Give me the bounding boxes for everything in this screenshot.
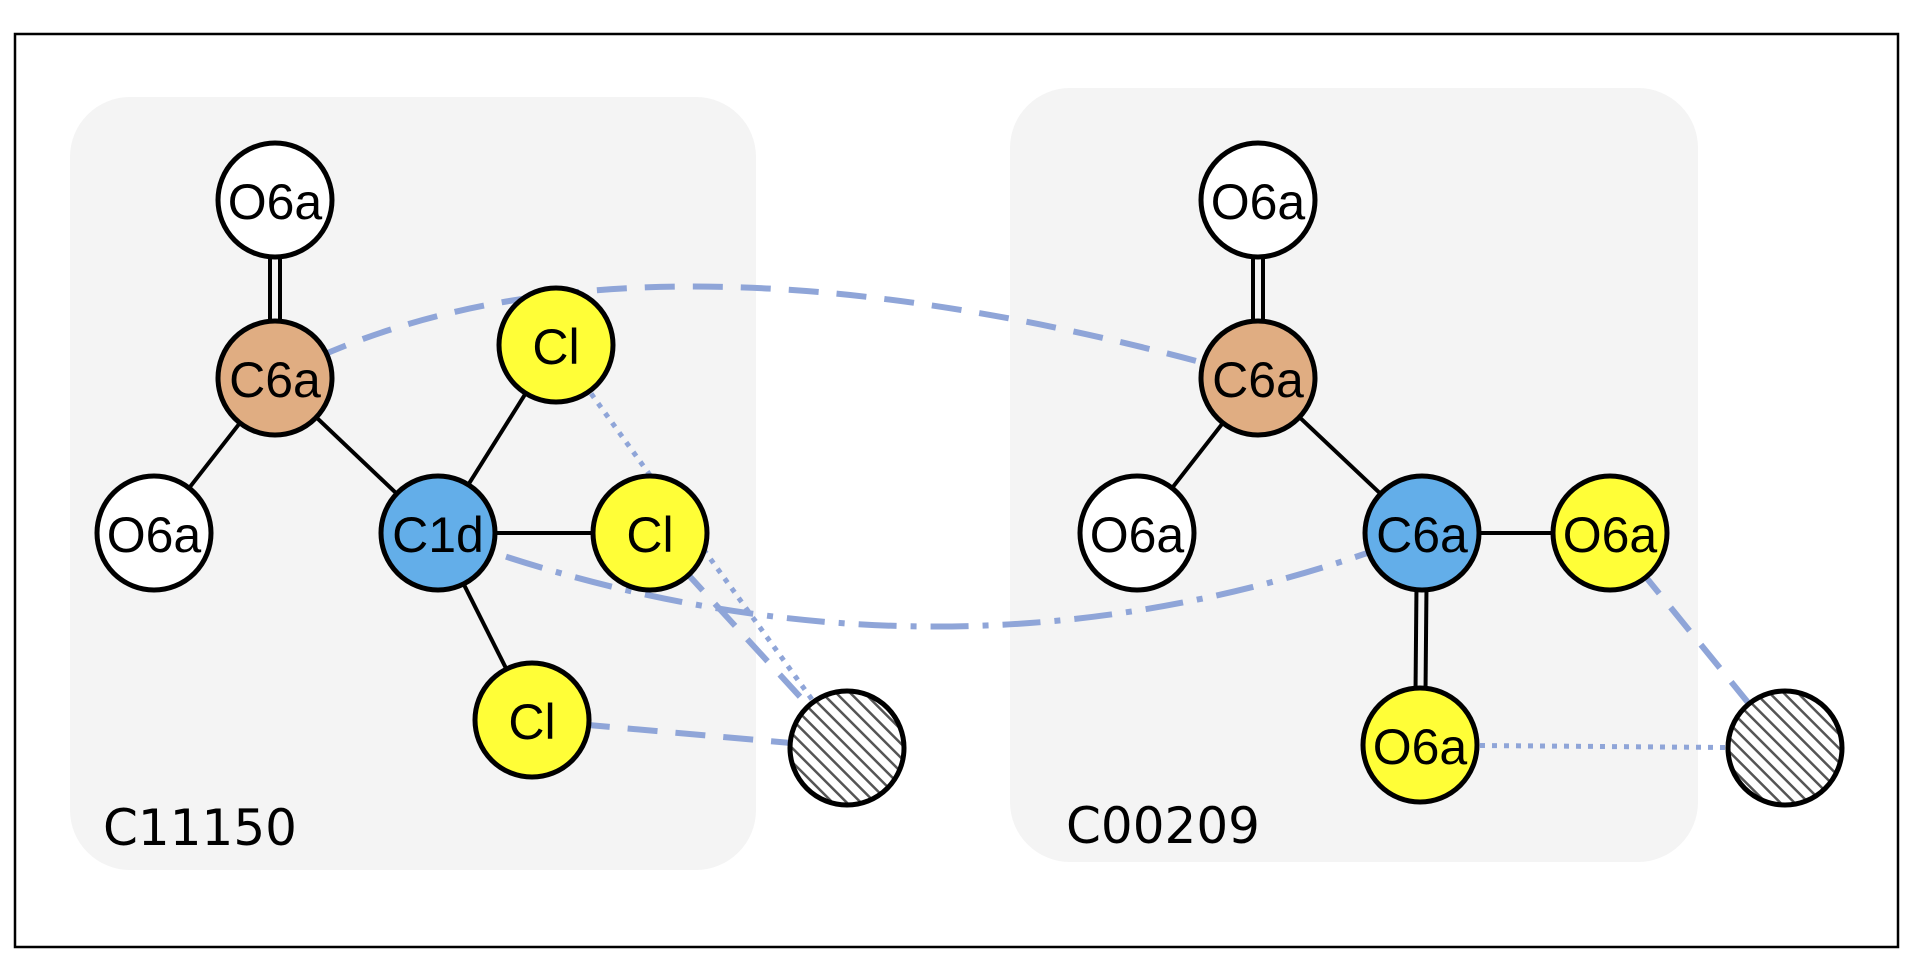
atom-circle (1198, 140, 1318, 260)
dummy-atom-circle (1725, 688, 1845, 808)
atom-b-o-top: O6a (1198, 140, 1318, 260)
atom-label: Cl (626, 507, 673, 563)
atom-circle (472, 660, 592, 780)
atom-label: C1d (392, 507, 484, 563)
atom-a-dummy (787, 688, 907, 808)
atom-b-dummy (1725, 688, 1845, 808)
bonds (187, 257, 1553, 689)
atom-a-cl-mid: Cl (590, 473, 710, 593)
bond-a-c1d-a-cl-top (466, 392, 528, 486)
atom-label: O6a (1373, 719, 1468, 775)
mapping-link-a-c6a-to-b-c6a (273, 283, 1259, 381)
panel-molecule-2 (1010, 88, 1698, 862)
bond-a-c1d-a-cl-bot (461, 583, 509, 670)
mapping-link-a-c1d-to-b-c6a2 (436, 530, 1424, 630)
atom-b-o-right: O6a (1550, 473, 1670, 593)
atom-b-c6a: C6a (1198, 318, 1318, 438)
atom-label: O6a (228, 174, 323, 230)
atom-label: O6a (107, 507, 202, 563)
atom-b-o-bot: O6a (1360, 685, 1480, 805)
bond-double-b-c6a2-b-o-bot (1423, 590, 1429, 689)
molecule-1-id: C11150 (103, 799, 297, 857)
bond-a-c6a-a-o-left (187, 421, 242, 490)
atom-a-o-left: O6a (94, 473, 214, 593)
atom-circle (215, 318, 335, 438)
bond-b-c6a-b-o-left (1170, 421, 1225, 490)
bond-double-b-c6a2-b-o-bot (1413, 589, 1419, 688)
atom-label: O6a (1211, 174, 1306, 230)
atom-b-o-left: O6a (1077, 473, 1197, 593)
dummy-atom-circle (787, 688, 907, 808)
bond-b-c6a-b-c6a2 (1298, 415, 1382, 496)
atom-b-c6a2: C6a (1362, 473, 1482, 593)
atom-circle (1362, 473, 1482, 593)
atom-a-c6a: C6a (215, 318, 335, 438)
atom-circle (215, 140, 335, 260)
atom-circle (94, 473, 214, 593)
figure-frame (13, 32, 1900, 949)
mapping-link-b-o-bot-to-b-dummy (1419, 742, 1786, 751)
molecule-2-id: C00209 (1066, 797, 1260, 855)
atom-a-cl-top: Cl (496, 285, 616, 405)
bond-a-c6a-a-c1d (314, 415, 399, 496)
atom-circle (1550, 473, 1670, 593)
atom-label: O6a (1563, 507, 1658, 563)
atom-label: O6a (1090, 507, 1185, 563)
atom-label: C6a (229, 352, 321, 408)
atom-label: C6a (1212, 352, 1304, 408)
atom-a-cl-bot: Cl (472, 660, 592, 780)
atom-a-o-top: O6a (215, 140, 335, 260)
atom-circle (1198, 318, 1318, 438)
atom-circle (378, 473, 498, 593)
atom-a-c1d: C1d (378, 473, 498, 593)
atom-circle (590, 473, 710, 593)
atom-label: C6a (1376, 507, 1468, 563)
atom-label: Cl (508, 694, 555, 750)
atom-label: Cl (532, 319, 579, 375)
atom-circle (1077, 473, 1197, 593)
atom-circle (1360, 685, 1480, 805)
atom-circle (496, 285, 616, 405)
